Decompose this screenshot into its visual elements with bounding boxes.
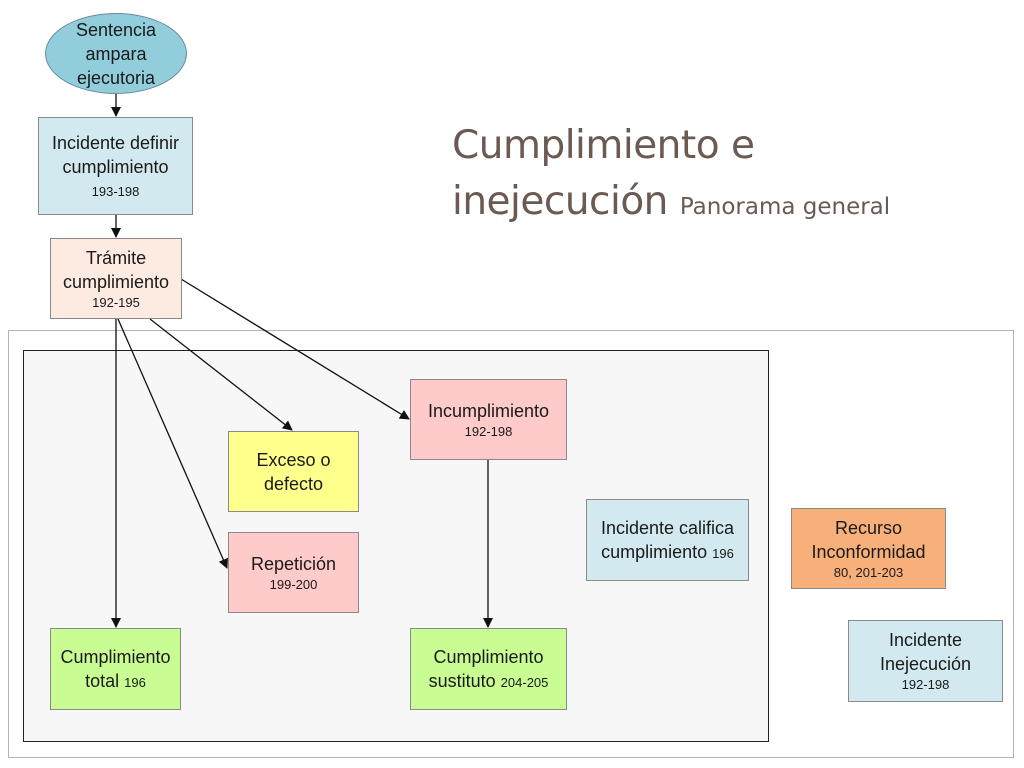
sentencia-line-1: Sentencia	[75, 19, 157, 40]
recurso-line-2: Inconformidad	[811, 541, 926, 562]
exceso-line-2: defecto	[263, 473, 324, 494]
arrow-tramite-to-repeticion	[117, 318, 228, 569]
exceso-line-1: Exceso o	[256, 449, 331, 470]
cumplimiento-sustituto-line-1: Cumplimiento	[433, 647, 544, 667]
incidente-califica-line-2-wrap: cumplimiento 196	[601, 540, 734, 564]
incidente-califica-line-1: Incidente califica	[600, 518, 735, 538]
cumplimiento-sustituto-line-2: sustituto	[428, 671, 496, 691]
incumplimiento-line-1: Incumplimiento	[427, 400, 550, 421]
node-repeticion: Repetición 199-200	[228, 532, 359, 613]
incidente-definir-ref: 193-198	[91, 184, 140, 199]
arrow-tramite-to-incumplimiento	[180, 278, 410, 420]
recurso-line-1: Recurso	[834, 517, 903, 538]
sentencia-line-3: ejecutoria	[76, 67, 156, 88]
incidente-inejecucion-ref: 192-198	[901, 677, 950, 692]
incumplimiento-ref: 192-198	[464, 423, 513, 439]
node-incidente-definir: Incidente definir cumplimiento 193-198	[38, 117, 193, 215]
arrow-tramite-to-exceso	[149, 318, 293, 431]
repeticion-ref: 199-200	[269, 576, 318, 592]
node-tramite: Trámite cumplimiento 192-195	[50, 238, 182, 319]
incidente-inejecucion-line-1: Incidente	[888, 630, 963, 650]
incidente-inejecucion-line-2: Inejecución	[879, 654, 972, 674]
cumplimiento-total-line-2: total	[85, 671, 120, 691]
title-line-2: inejecución Panorama general	[452, 174, 890, 235]
cumplimiento-total-line-1: Cumplimiento	[60, 647, 171, 667]
node-incumplimiento: Incumplimiento 192-198	[410, 379, 567, 460]
tramite-line-1: Trámite	[85, 247, 147, 268]
page-title: Cumplimiento e inejecución Panorama gene…	[452, 118, 890, 235]
cumplimiento-total-ref: 196	[124, 675, 146, 690]
node-cumplimiento-sustituto: Cumplimiento sustituto 204-205	[410, 628, 567, 710]
incidente-califica-line-2: cumplimiento	[601, 542, 708, 562]
node-cumplimiento-total: Cumplimiento total 196	[50, 628, 181, 710]
incidente-definir-line-2: cumplimiento	[62, 157, 169, 177]
sentencia-line-2: ampara	[85, 43, 147, 64]
node-recurso: Recurso Inconformidad 80, 201-203	[791, 508, 946, 589]
cumplimiento-sustituto-line-2-wrap: sustituto 204-205	[429, 669, 549, 693]
incidente-califica-ref: 196	[712, 546, 734, 561]
tramite-line-2: cumplimiento	[62, 271, 170, 292]
incidente-definir-line-1: Incidente definir	[51, 133, 180, 153]
recurso-ref: 80, 201-203	[833, 564, 904, 580]
repeticion-line-1: Repetición	[250, 553, 337, 574]
node-exceso: Exceso o defecto	[228, 431, 359, 512]
title-line-2-text: inejecución	[452, 179, 668, 224]
cumplimiento-total-line-2-wrap: total 196	[85, 669, 146, 693]
cumplimiento-sustituto-ref: 204-205	[500, 675, 549, 690]
title-subtitle: Panorama general	[679, 194, 891, 220]
node-incidente-inejecucion: Incidente Inejecución 192-198	[848, 620, 1003, 702]
title-line-1: Cumplimiento e	[452, 123, 755, 168]
tramite-ref: 192-195	[92, 294, 140, 310]
node-sentencia: Sentencia ampara ejecutoria	[45, 13, 187, 94]
node-incidente-califica: Incidente califica cumplimiento 196	[586, 499, 749, 581]
